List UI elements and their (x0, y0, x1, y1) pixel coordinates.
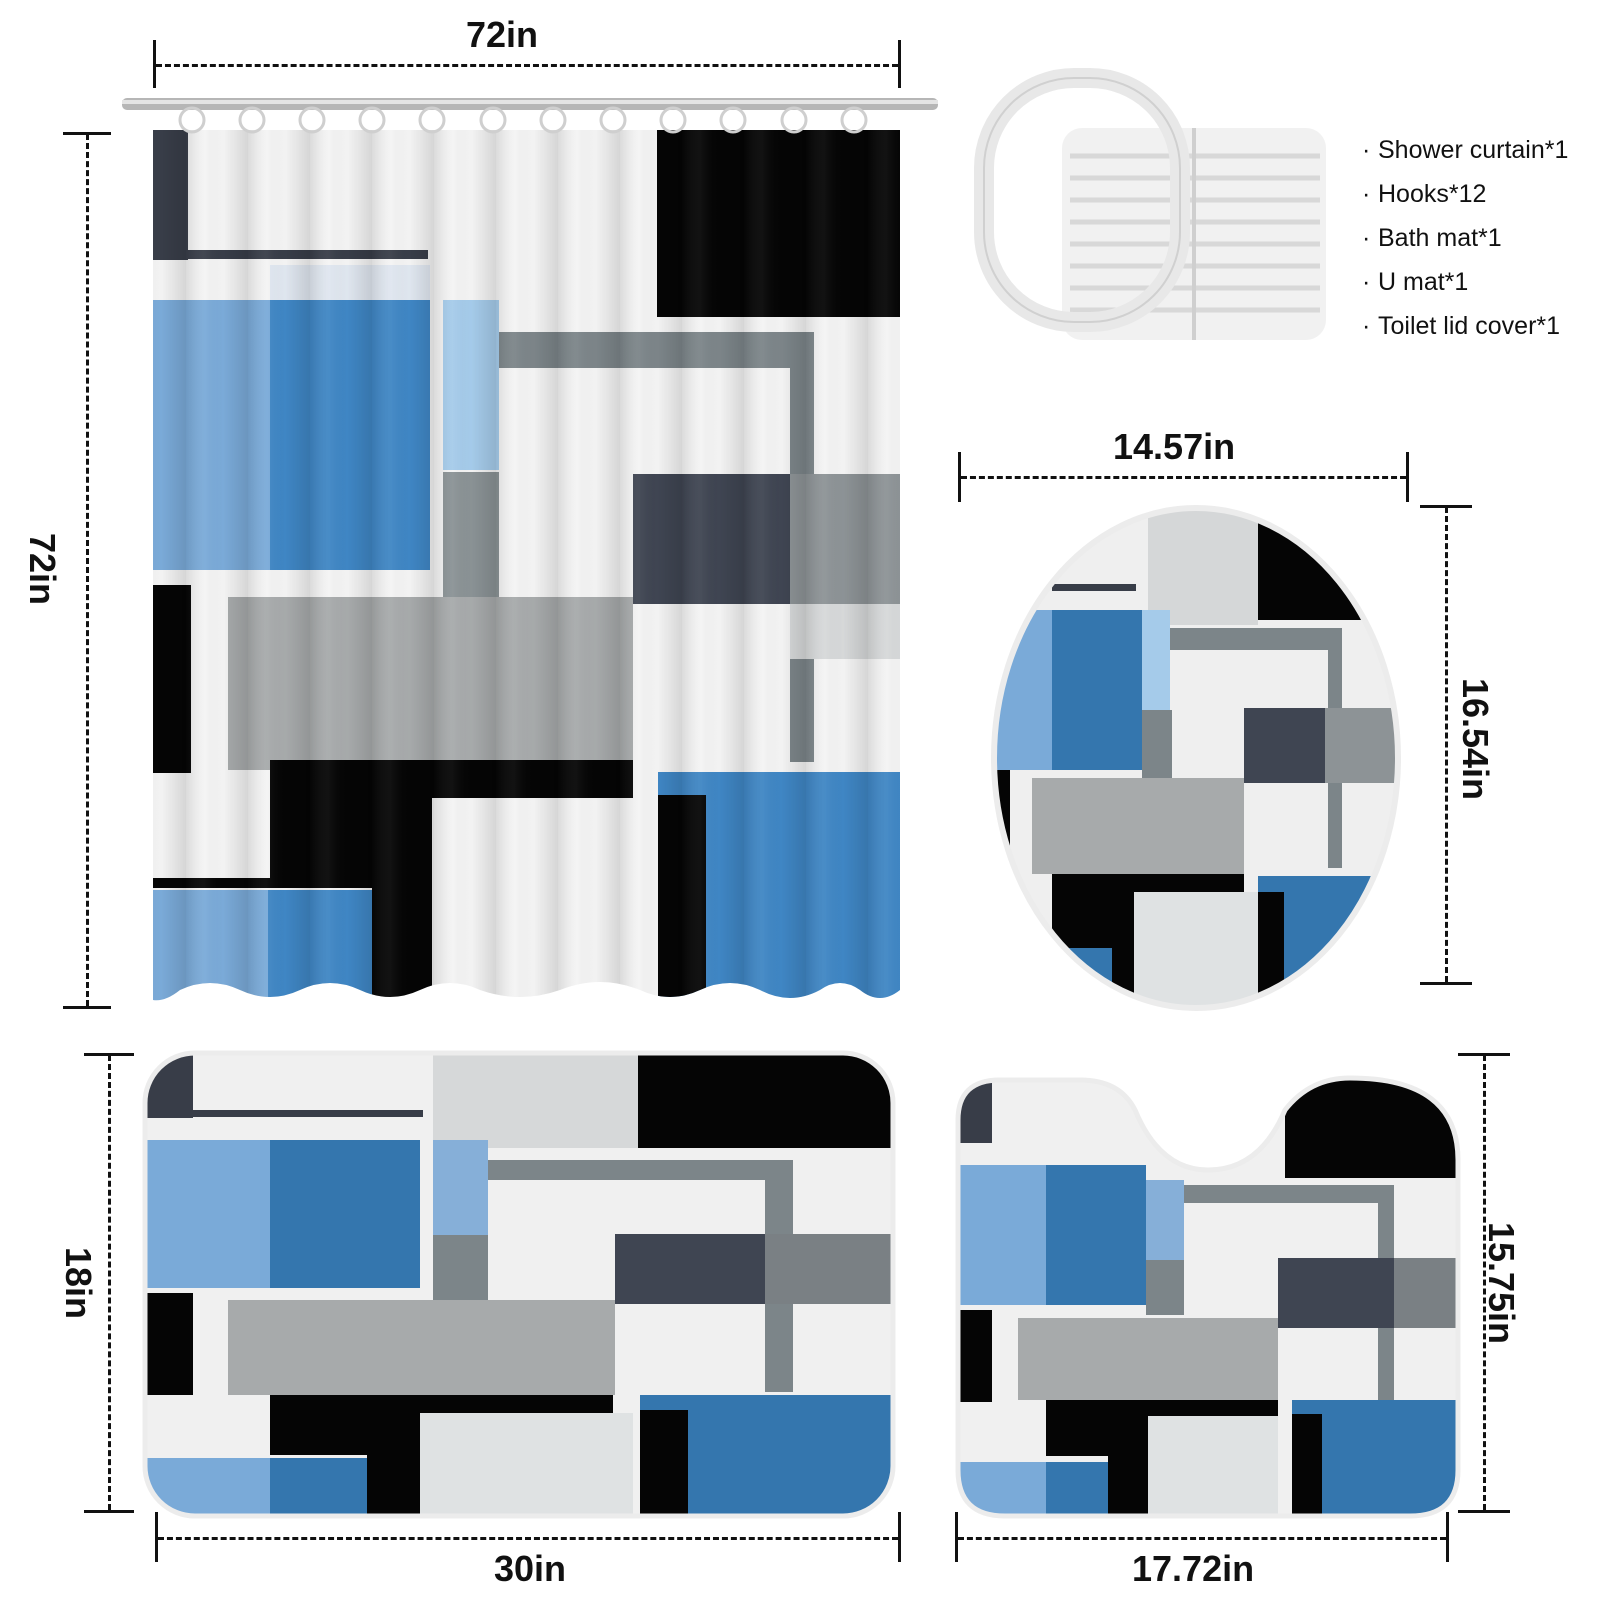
lid-width-label: 14.57in (1113, 426, 1236, 467)
list-item: ·Hooks*12 (1362, 180, 1487, 208)
list-item: ·U mat*1 (1362, 268, 1469, 296)
curtain-hooks (178, 106, 868, 134)
curtain-width-label: 72in (466, 14, 539, 55)
package-contents-list: ·Shower curtain*1 ·Hooks*12 ·Bath mat*1 … (1362, 128, 1568, 348)
list-item: ·Toilet lid cover*1 (1362, 312, 1561, 340)
bath-mat-width-label: 30in (494, 1548, 567, 1589)
list-item: ·Bath mat*1 (1362, 224, 1502, 252)
list-item: ·Shower curtain*1 (1362, 136, 1569, 164)
u-mat-width-label: 17.72in (1132, 1548, 1255, 1589)
